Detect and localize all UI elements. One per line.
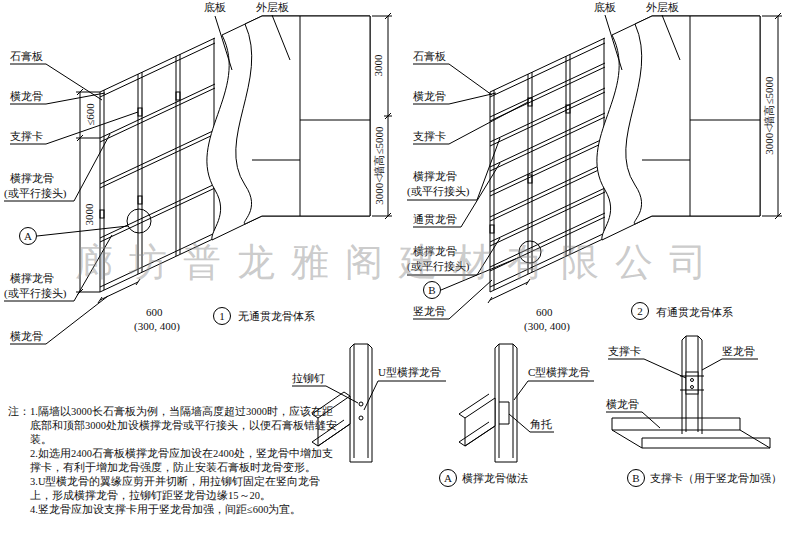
part-label: 竖龙骨 xyxy=(413,305,446,318)
note-text: 2.如选用2400石膏板横撑龙骨应加设在2400处，竖龙骨中增加支撑卡，有利于增… xyxy=(30,447,342,475)
part-label: 横撑龙骨 xyxy=(413,170,457,183)
part-label: 横龙骨 xyxy=(606,398,639,411)
note-text: 3.U型横龙骨的翼缘应剪开并切断，用拉铆钉固定在竖向龙骨上，形成横撑龙骨，拉铆钉… xyxy=(30,475,342,503)
part-label: 600 xyxy=(146,306,163,319)
callout-circle: A xyxy=(19,227,37,245)
part-label: 石膏板 xyxy=(413,50,446,63)
part-label: 横撑龙骨 xyxy=(10,272,54,285)
part-label: 外层板 xyxy=(646,1,679,14)
part-label: 横龙骨 xyxy=(10,330,43,343)
part-label: 支撑卡（用于竖龙骨加强） xyxy=(650,472,782,485)
watermark: 廊坊普龙雅阁建材有限公司 xyxy=(75,242,723,284)
note-text: 1.隔墙以3000长石膏板为例，当隔墙高度超过3000时，应该在距底部和顶部30… xyxy=(30,405,342,447)
part-label: 石膏板 xyxy=(10,50,43,63)
part-label: 支撑卡 xyxy=(10,130,43,143)
part-label: 支撑卡 xyxy=(413,130,446,143)
part-label: 通贯龙骨 xyxy=(413,213,457,226)
callout-letter: B xyxy=(428,285,435,296)
part-label: 横龙骨 xyxy=(413,90,446,103)
part-label: 外层板 xyxy=(256,1,289,14)
callout-circle: B xyxy=(627,469,645,487)
callout-letter: A xyxy=(24,231,32,242)
callout-letter: 1 xyxy=(219,311,225,322)
callout-circle: 2 xyxy=(631,302,649,320)
part-label: 支撑卡 xyxy=(608,345,641,358)
part-label: 竖龙骨 xyxy=(722,345,755,358)
part-label: 600 xyxy=(536,306,553,319)
notes-block: 1.隔墙以3000长石膏板为例，当隔墙高度超过3000时，应该在距底部和顶部30… xyxy=(30,405,342,517)
dimension-label: ≤600 xyxy=(83,104,96,127)
part-label: (300, 400) xyxy=(524,320,570,333)
part-label: 横撑龙骨做法 xyxy=(462,472,528,485)
callout-letter: 2 xyxy=(637,306,643,317)
part-label: U型横撑龙骨 xyxy=(378,366,441,379)
part-label: 横撑龙骨 xyxy=(10,172,54,185)
dimension-label: 3000<墙高≤5000 xyxy=(372,127,385,205)
part-label: 角托 xyxy=(530,418,552,431)
part-label: 有通贯龙骨体系 xyxy=(656,306,733,319)
dimension-label: 3000 xyxy=(372,55,385,77)
part-label: C型横撑龙骨 xyxy=(528,366,590,379)
note-text: 4.竖龙骨应加设支撑卡用于竖龙骨加强，间距≤600为宜。 xyxy=(30,503,342,517)
callout-circle: A xyxy=(439,469,457,487)
callout-circle: 1 xyxy=(213,307,231,325)
part-label: 无通贯龙骨体系 xyxy=(238,310,315,323)
callout-letter: B xyxy=(632,473,639,484)
part-label: (或平行接头) xyxy=(4,187,66,200)
part-label: (300, 400) xyxy=(134,320,180,333)
part-label: 底板 xyxy=(204,1,226,14)
dimension-label: 3000 xyxy=(83,204,96,226)
part-label: 注： xyxy=(8,405,30,418)
part-label: 拉铆钉 xyxy=(292,372,325,385)
dimension-label: 3000<墙高≤5000 xyxy=(762,77,775,155)
part-label: 横龙骨 xyxy=(10,90,43,103)
part-label: 底板 xyxy=(594,1,616,14)
callout-letter: A xyxy=(444,473,452,484)
part-label: (或平行接头) xyxy=(407,185,469,198)
part-label: (或平行接头) xyxy=(4,287,66,300)
callout-circle: B xyxy=(423,281,441,299)
